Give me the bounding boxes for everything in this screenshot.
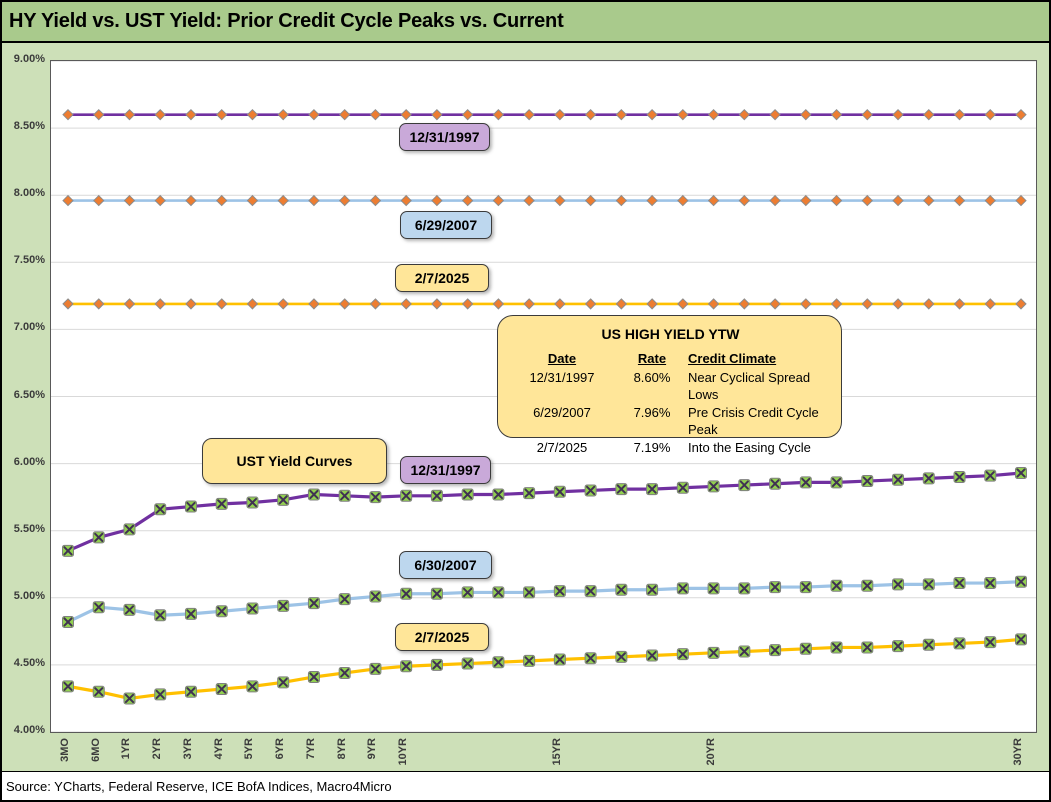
hy-label-2007-text: 6/29/2007 bbox=[414, 217, 478, 233]
info-header-climate: Credit Climate bbox=[688, 351, 777, 366]
x-axis-label: 30YR bbox=[1012, 738, 1024, 766]
plot-area bbox=[50, 60, 1037, 733]
x-axis-label: 20YR bbox=[704, 738, 717, 766]
x-axis-label: 10YR bbox=[397, 738, 410, 766]
ust-curves-label: UST Yield Curves bbox=[202, 438, 387, 484]
info-row3-rate: 7.19% bbox=[633, 440, 671, 455]
info-row3-climate: Into the Easing Cycle bbox=[688, 440, 811, 455]
x-axis-label: 15YR bbox=[550, 738, 563, 766]
y-axis-label: 9.00% bbox=[13, 53, 45, 65]
hy-label-2025-text: 2/7/2025 bbox=[414, 270, 470, 286]
info-row2-climate: Pre Crisis Credit Cycle Peak bbox=[688, 405, 819, 437]
info-header-date: Date bbox=[547, 351, 577, 366]
x-axis-label: 6YR bbox=[274, 738, 287, 760]
info-box-title: US HIGH YIELD YTW bbox=[601, 326, 740, 342]
ust-label-1997: 12/31/1997 bbox=[400, 456, 491, 484]
hy-ytw-info-box: US HIGH YIELD YTW Date Rate Credit Clima… bbox=[497, 315, 842, 455]
ust-label-2007-text: 6/30/2007 bbox=[414, 557, 477, 573]
y-axis-label: 8.50% bbox=[13, 120, 45, 133]
x-axis-label: 6MO bbox=[89, 738, 102, 762]
y-axis-label: 8.00% bbox=[13, 187, 45, 200]
x-axis-label: 1YR bbox=[120, 738, 133, 760]
y-axis-label: 6.50% bbox=[13, 388, 45, 401]
info-row2-rate: 7.96% bbox=[633, 405, 671, 420]
y-axis-label: 7.50% bbox=[13, 254, 45, 267]
y-axis-label: 5.00% bbox=[13, 589, 45, 602]
info-box-row: 2/7/2025 7.19% Into the Easing Cycle bbox=[508, 439, 833, 456]
y-axis-label: 6.00% bbox=[13, 455, 45, 468]
ust-label-2025-text: 2/7/2025 bbox=[414, 629, 470, 645]
info-box-row: 6/29/2007 7.96% Pre Crisis Credit Cycle … bbox=[508, 404, 833, 438]
source-note: Source: YCharts, Federal Reserve, ICE Bo… bbox=[2, 771, 1049, 800]
x-axis-label: 3MO bbox=[59, 738, 71, 762]
info-box-row: 12/31/1997 8.60% Near Cyclical Spread Lo… bbox=[508, 369, 833, 403]
info-box-header-row: Date Rate Credit Climate bbox=[508, 350, 833, 367]
y-axis-label: 4.00% bbox=[13, 724, 45, 736]
x-axis-label: 7YR bbox=[304, 738, 317, 760]
y-axis-label: 7.00% bbox=[13, 321, 45, 334]
yield-chart bbox=[51, 61, 1036, 732]
chart-title: HY Yield vs. UST Yield: Prior Credit Cyc… bbox=[2, 2, 1049, 43]
hy-label-2025: 2/7/2025 bbox=[395, 264, 489, 292]
hy-label-2007: 6/29/2007 bbox=[400, 211, 492, 239]
x-axis-label: 9YR bbox=[366, 738, 379, 760]
x-axis-label: 4YR bbox=[212, 738, 225, 760]
ust-curves-label-text: UST Yield Curves bbox=[236, 453, 353, 469]
ust-label-2025: 2/7/2025 bbox=[395, 623, 489, 651]
x-axis-label: 2YR bbox=[151, 738, 164, 760]
ust-label-1997-text: 12/31/1997 bbox=[410, 462, 481, 478]
ust-label-2007: 6/30/2007 bbox=[399, 551, 492, 579]
info-row3-date: 2/7/2025 bbox=[536, 440, 588, 455]
x-axis-label: 3YR bbox=[181, 738, 194, 760]
y-axis-label: 5.50% bbox=[13, 522, 45, 535]
hy-label-1997-text: 12/31/1997 bbox=[409, 129, 480, 145]
x-axis-label: 5YR bbox=[243, 738, 256, 760]
y-axis-label: 4.50% bbox=[13, 656, 45, 669]
info-header-rate: Rate bbox=[637, 351, 667, 366]
info-row1-climate: Near Cyclical Spread Lows bbox=[688, 370, 811, 402]
info-row1-date: 12/31/1997 bbox=[529, 370, 595, 385]
hy-label-1997: 12/31/1997 bbox=[399, 123, 490, 151]
x-axis-label: 8YR bbox=[335, 738, 348, 760]
info-row2-date: 6/29/2007 bbox=[533, 405, 591, 420]
info-row1-rate: 8.60% bbox=[633, 370, 671, 385]
